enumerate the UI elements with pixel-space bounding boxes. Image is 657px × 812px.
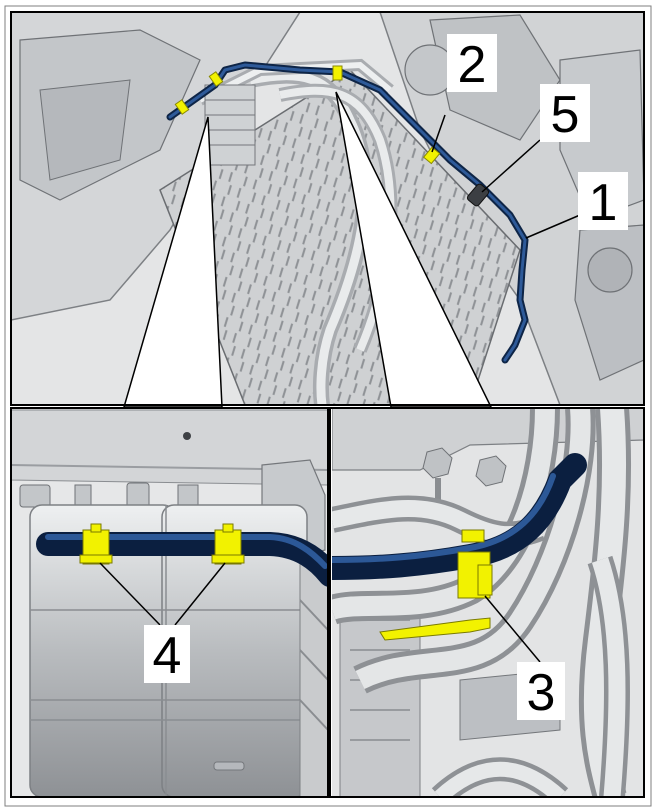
callout-1: 1 [578, 172, 628, 232]
svg-text:4: 4 [153, 627, 182, 685]
clip-left-a [79, 523, 113, 565]
callout-2: 2 [447, 34, 497, 94]
callout-4: 4 [144, 625, 190, 685]
detail-panel-clip-3: 3 [332, 408, 644, 797]
clip-right [379, 529, 493, 641]
callout-3: 3 [517, 662, 565, 722]
callout-5: 5 [540, 84, 590, 144]
panel-frames [10, 11, 645, 798]
svg-text:3: 3 [527, 664, 556, 722]
detail-panel-clip-4: 4 [11, 408, 328, 797]
svg-text:5: 5 [551, 86, 580, 144]
svg-text:2: 2 [458, 36, 487, 94]
blue-line-detail-left [36, 532, 328, 587]
clip-left-b [211, 523, 245, 565]
svg-text:1: 1 [589, 174, 618, 232]
overview-panel: 2 5 1 [11, 12, 644, 405]
outer-frame [4, 5, 652, 807]
